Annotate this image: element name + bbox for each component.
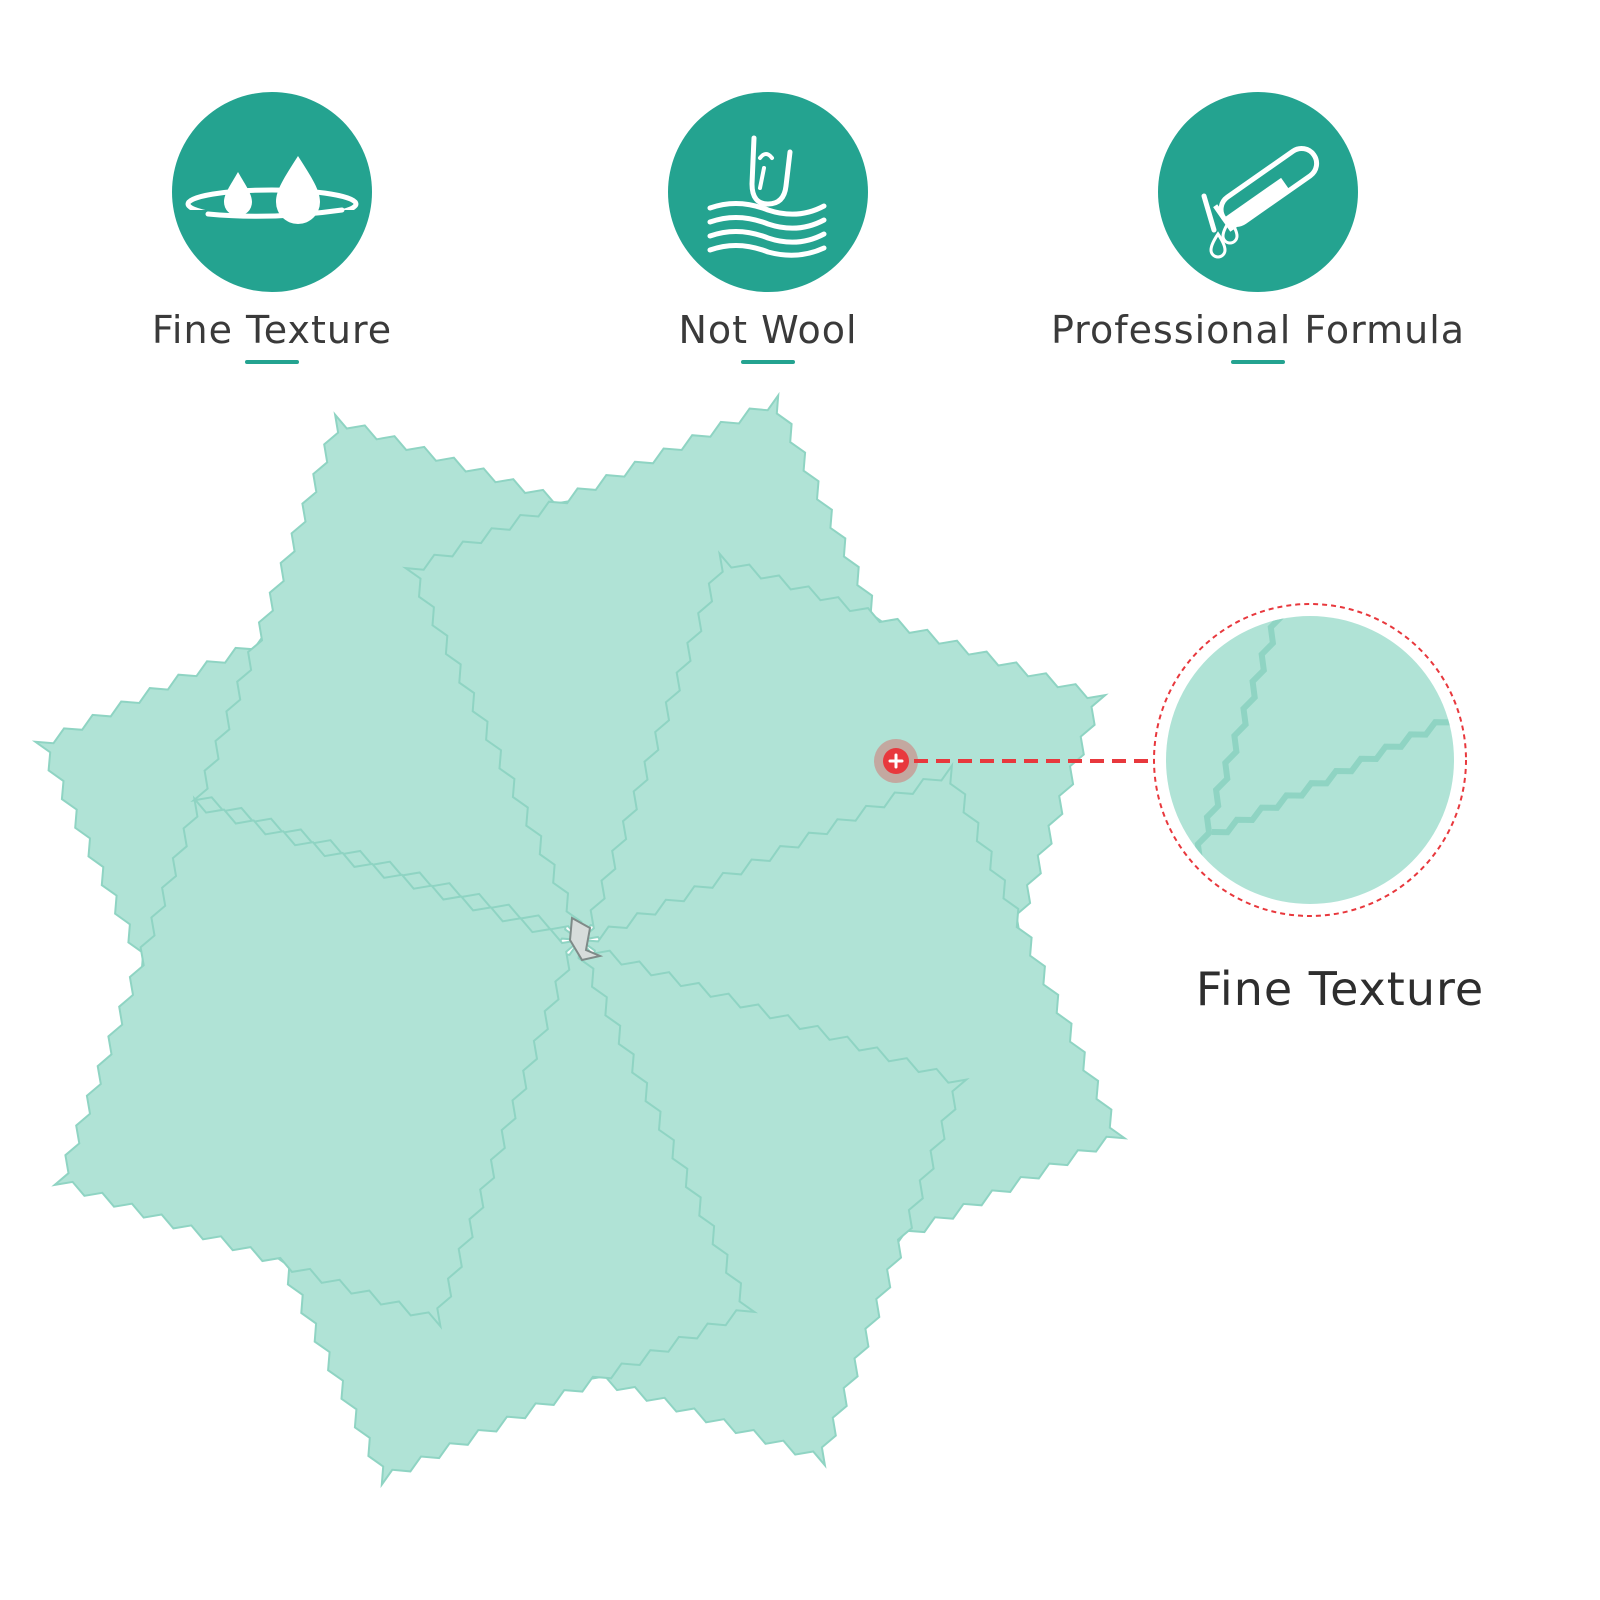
fine-texture-badge <box>172 92 372 292</box>
metal-clip <box>568 916 604 962</box>
feature-fine-texture: Fine Texture <box>62 92 482 364</box>
test-tube-icon <box>1201 145 1320 259</box>
polishing-cloth-stack <box>31 391 1467 1489</box>
feature-label: Not Wool <box>678 308 858 352</box>
not-wool-badge <box>668 92 868 292</box>
feature-underline <box>741 360 795 364</box>
cloth-square <box>51 795 584 1330</box>
water-drop-icon <box>184 156 360 226</box>
professional-formula-badge <box>1158 92 1358 292</box>
feature-label: Professional Formula <box>1050 308 1466 352</box>
plus-marker-icon <box>883 748 909 774</box>
feature-underline <box>245 360 299 364</box>
cloth-fan <box>31 391 1129 1489</box>
feature-professional-formula: Professional Formula <box>1048 92 1468 364</box>
callout-label: Fine Texture <box>1195 962 1485 1016</box>
feature-label: Fine Texture <box>151 308 393 352</box>
feature-underline <box>1231 360 1285 364</box>
zoom-detail <box>1166 616 1454 904</box>
fingertip-fabric-icon <box>707 135 827 258</box>
feature-not-wool: Not Wool <box>558 92 978 364</box>
